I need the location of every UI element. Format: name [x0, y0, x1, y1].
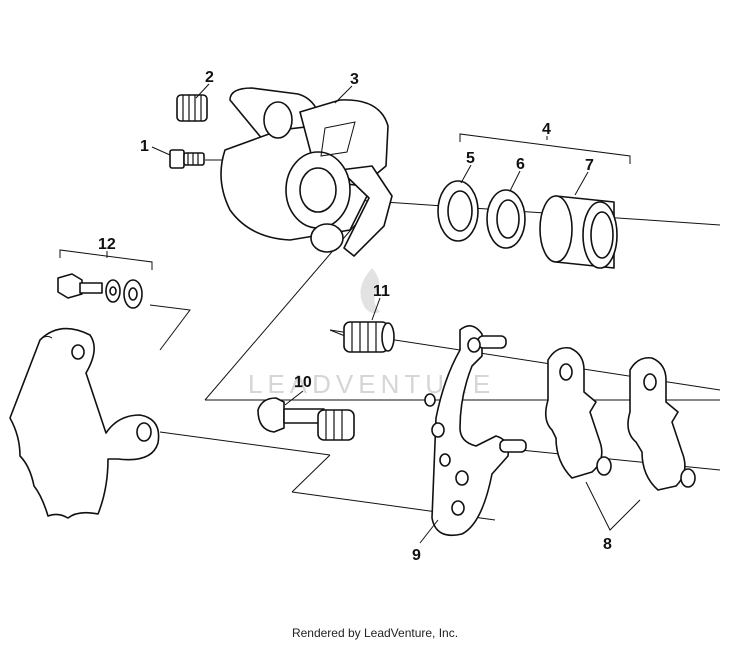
callout-3: 3: [350, 71, 359, 88]
part-3-caliper-body: [220, 87, 393, 257]
callout-5: 5: [466, 150, 475, 167]
group-bracket-12: [59, 249, 153, 270]
part-12-knuckle: [9, 327, 160, 519]
callout-7: 7: [585, 157, 594, 174]
group-bracket-4: [459, 133, 631, 164]
part-5-seal: [437, 180, 479, 242]
part-9-support-bracket: [424, 325, 527, 537]
part-12-bolt-and-washers: [57, 273, 143, 309]
callout-10: 10: [294, 374, 312, 391]
part-11-threaded-pin: [343, 321, 395, 353]
callout-11: 11: [373, 283, 390, 300]
callout-6: 6: [516, 156, 525, 173]
callout-labels: 1 2 3 4 5 6 7 8 9 10 11 12: [98, 69, 612, 564]
callout-2: 2: [205, 69, 214, 86]
footer-credit: Rendered by LeadVenture, Inc.: [291, 626, 459, 640]
part-2-threaded-plug: [176, 94, 208, 122]
callout-1: 1: [140, 138, 149, 155]
callout-4: 4: [542, 121, 551, 138]
part-10-slide-pin: [257, 397, 355, 441]
part-6-seal: [486, 189, 526, 249]
callout-9: 9: [412, 547, 421, 564]
part-8-brake-pads: [544, 346, 696, 491]
watermark-logo-icon: [360, 268, 380, 314]
callout-leaders: [106, 83, 641, 544]
callout-12: 12: [98, 236, 116, 253]
callout-8: 8: [603, 536, 612, 553]
part-1-bleeder-valve: [169, 149, 205, 169]
part-7-piston: [539, 195, 618, 269]
